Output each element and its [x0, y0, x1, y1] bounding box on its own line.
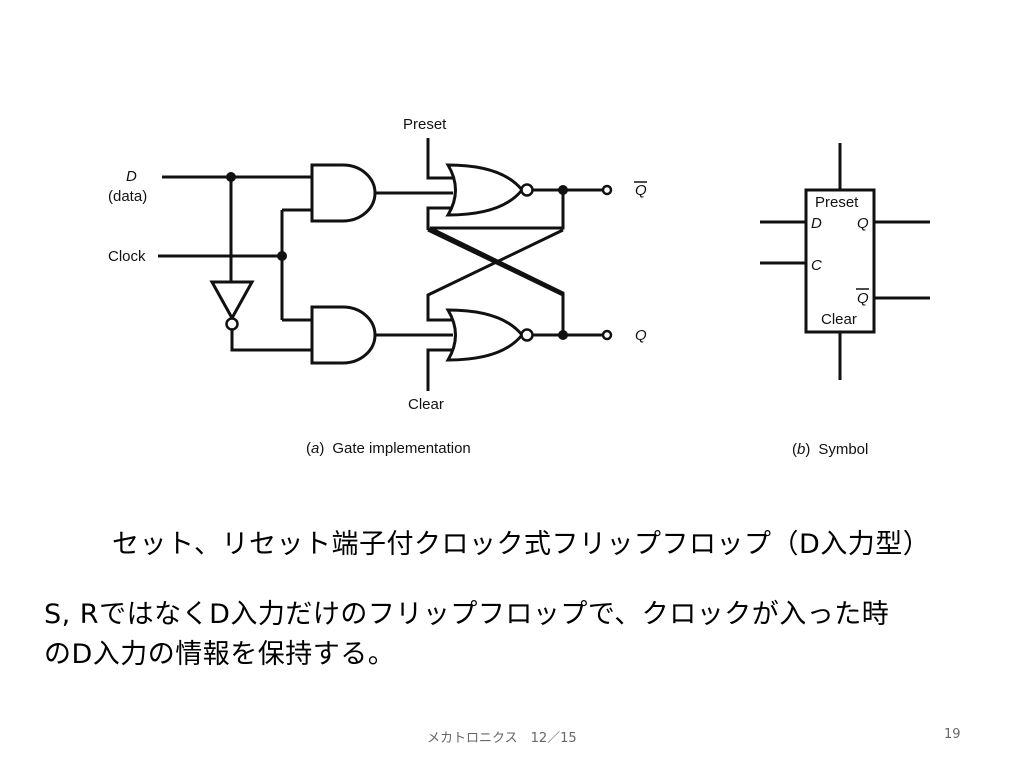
- symbol-d-label: D: [811, 215, 822, 232]
- flip-flop-diagram: D (data) Clock Preset Clear: [108, 116, 930, 458]
- cross-wire-2: [426, 228, 564, 322]
- preset-wire: [426, 138, 455, 180]
- caption-a: (a)Gate implementation: [306, 440, 471, 457]
- nor-gate-bottom-bubble: [520, 328, 534, 342]
- page-number: 19: [944, 727, 961, 742]
- clear-label: Clear: [408, 396, 444, 413]
- inverter-out-wire: [230, 330, 312, 352]
- nor1-input-c-wire: [426, 206, 453, 230]
- slide-title: セット、リセット端子付クロック式フリップフロップ（D入力型）: [112, 529, 931, 560]
- input-d-label: D: [126, 168, 137, 185]
- q-terminal: [601, 329, 613, 341]
- q-output-label: Q: [635, 327, 647, 344]
- symbol-preset-label: Preset: [815, 194, 859, 211]
- qbar-terminal: [601, 184, 613, 196]
- symbol-c-label: C: [811, 257, 822, 274]
- nor-gate-top-bubble: [520, 183, 534, 197]
- symbol-qbar-label: Q: [857, 290, 869, 307]
- input-d-sub-label: (data): [108, 188, 147, 205]
- clear-wire: [426, 348, 455, 391]
- footer-course: メカトロニクス 12／15: [427, 731, 577, 746]
- caption-b: (b)Symbol: [792, 441, 868, 458]
- flip-flop-symbol: Preset D Q C Q Clear (b)Symbol: [760, 143, 930, 458]
- inverter-gate: [209, 280, 255, 322]
- qbar-junction-dot: [558, 185, 568, 195]
- nor-gate-top: [445, 163, 524, 217]
- and-gate-bottom: [310, 305, 377, 365]
- cross-wire-3: [427, 228, 564, 297]
- symbol-clear-label: Clear: [821, 311, 857, 328]
- symbol-q-label: Q: [857, 215, 869, 232]
- feedback-wire-a: [429, 190, 565, 335]
- qbar-output-label: Q: [635, 182, 647, 199]
- gate-implementation: D (data) Clock Preset Clear: [108, 116, 647, 457]
- inverter-bubble: [225, 317, 239, 331]
- description-line-2: のD入力の情報を保持する。: [44, 639, 396, 670]
- q-junction-dot: [558, 330, 568, 340]
- preset-label: Preset: [403, 116, 447, 133]
- and-gate-top: [310, 163, 377, 223]
- description-line-1: S, RではなくD入力だけのフリップフロップで、クロックが入った時: [44, 599, 890, 630]
- input-clock-label: Clock: [108, 248, 146, 265]
- nor-gate-bottom: [445, 308, 524, 362]
